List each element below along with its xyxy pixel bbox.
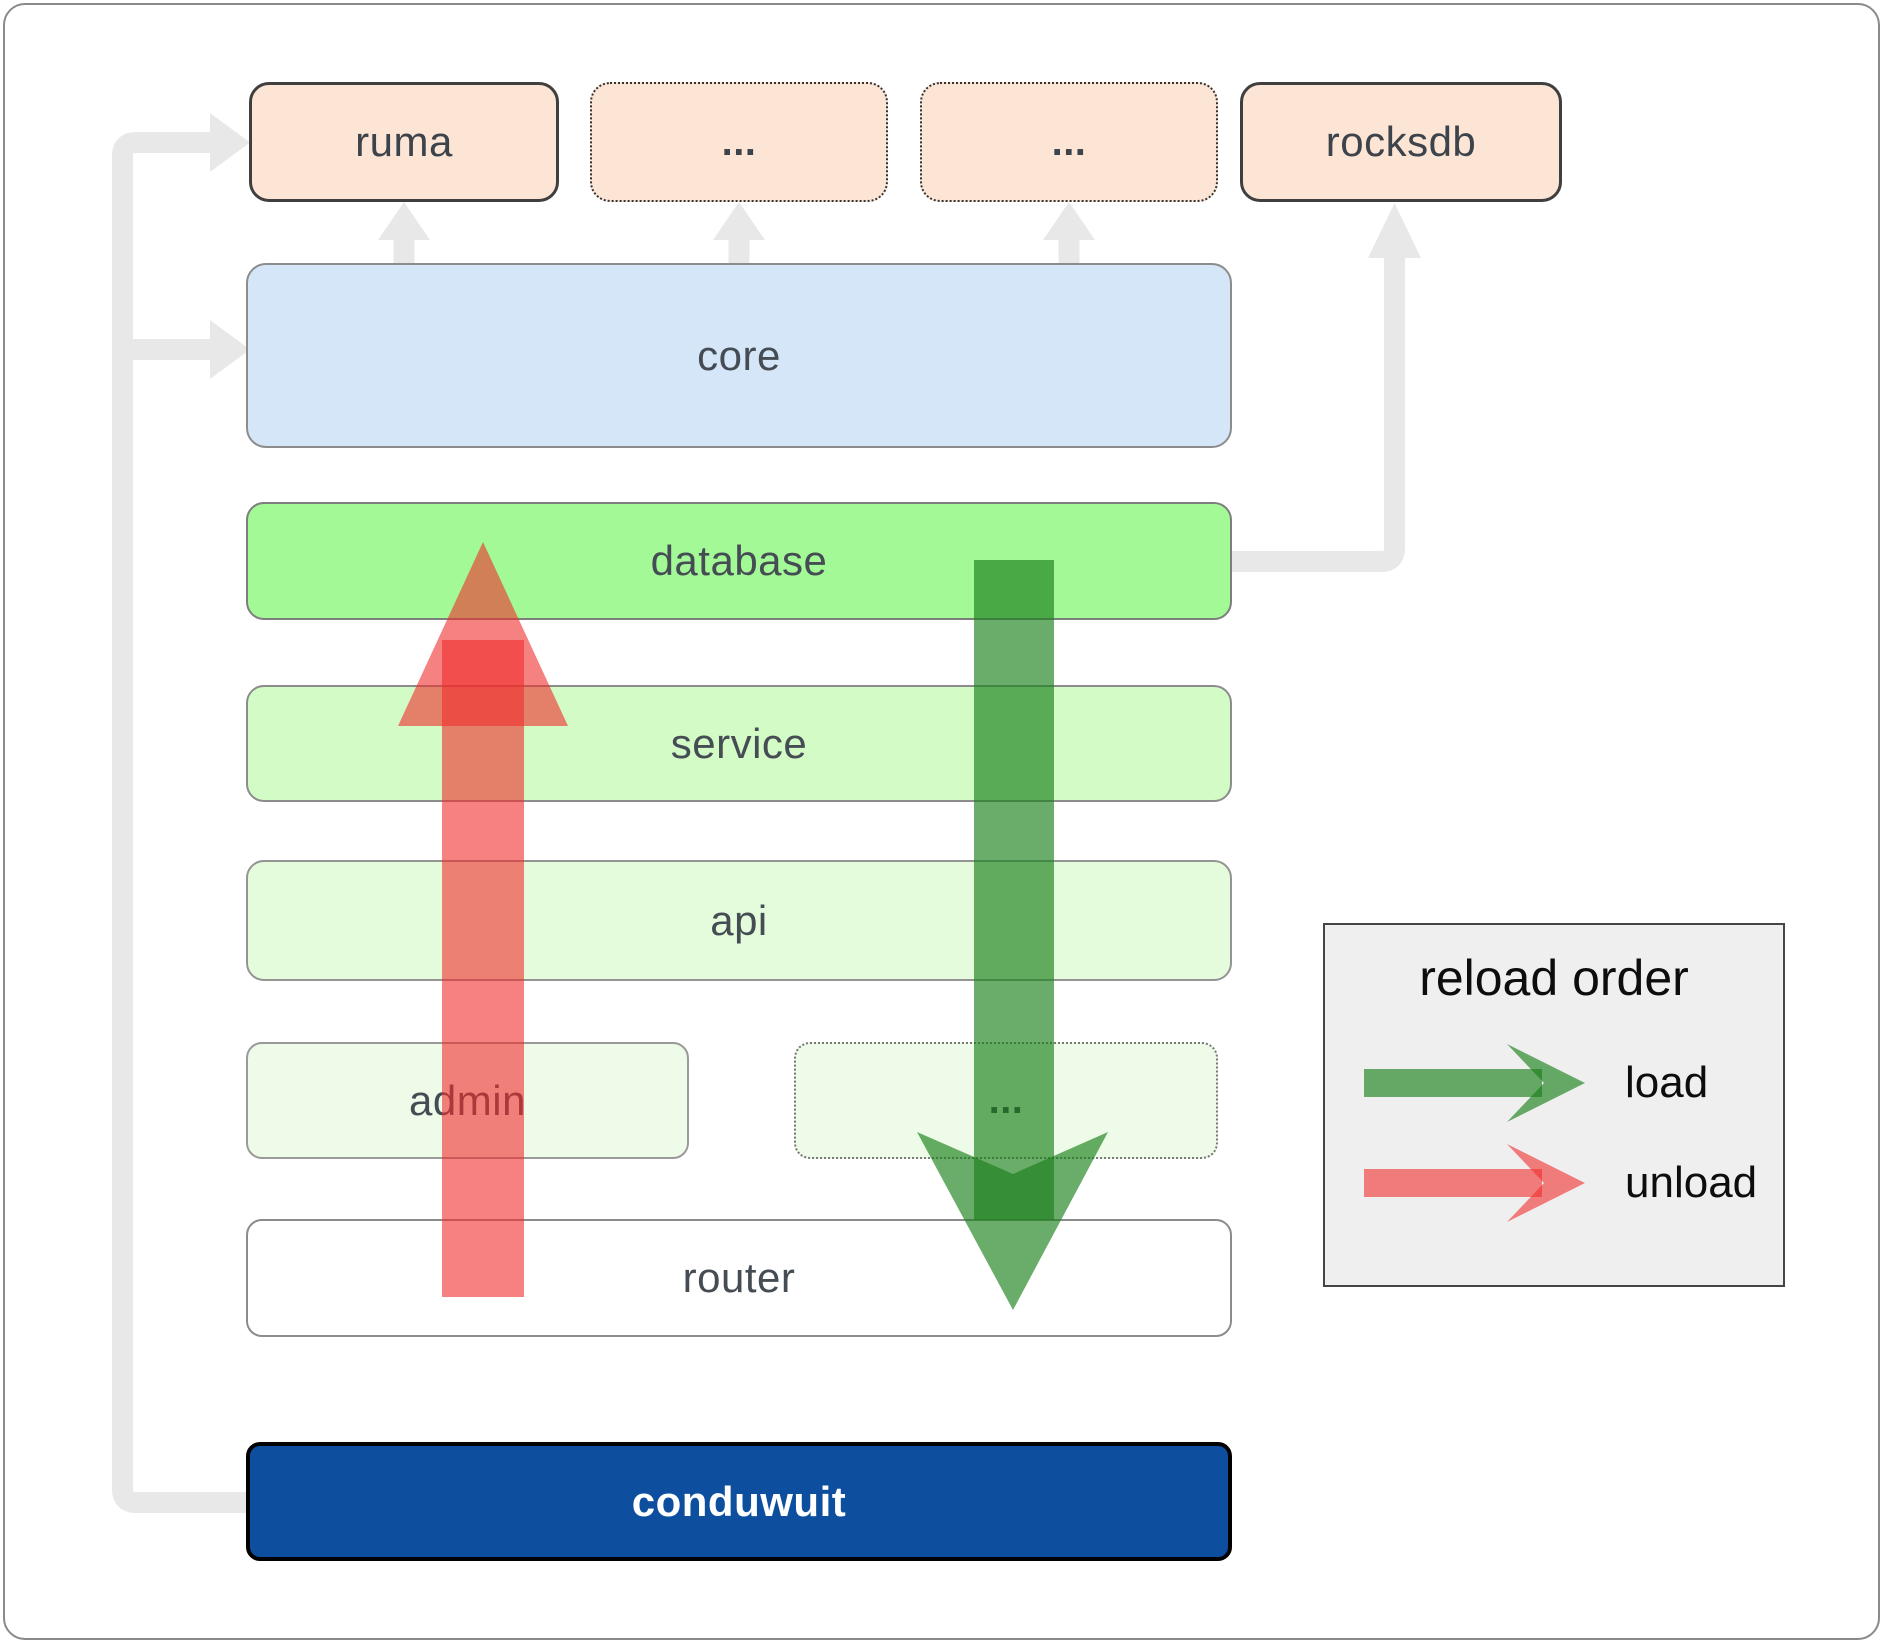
box-ruma-label: ruma (355, 118, 453, 165)
layer-api-label: api (710, 896, 768, 944)
legend-unload-label: unload (1625, 1158, 1758, 1207)
layer-router-label: router (682, 1254, 796, 1301)
outer-frame (3, 3, 1880, 1640)
layer-api: api (246, 860, 1232, 981)
layer-core: core (246, 263, 1232, 448)
layer-conduwuit: conduwuit (246, 1442, 1232, 1561)
unload-arrow-icon (1364, 1144, 1585, 1222)
layer-admin-ellipsis: ... (794, 1042, 1218, 1159)
layer-database: database (246, 502, 1232, 620)
box-ellipsis-1: ... (590, 82, 888, 202)
layer-admin-label: admin (409, 1076, 526, 1124)
layer-database-label: database (650, 537, 828, 584)
layer-router: router (246, 1219, 1232, 1337)
load-arrow-icon (1364, 1044, 1585, 1122)
box-ruma: ruma (249, 82, 559, 202)
legend-box: reload order load unload (1323, 923, 1785, 1287)
box-rocksdb: rocksdb (1240, 82, 1562, 202)
layer-admin: admin (246, 1042, 689, 1159)
layer-service: service (246, 685, 1232, 802)
legend-title: reload order (1419, 950, 1689, 1006)
layer-conduwuit-label: conduwuit (631, 1477, 847, 1525)
box-ellipsis-2: ... (920, 82, 1218, 202)
box-ellipsis-2-label: ... (1051, 119, 1087, 164)
layer-core-label: core (697, 331, 781, 379)
legend-load-label: load (1625, 1058, 1709, 1107)
box-rocksdb-label: rocksdb (1325, 118, 1477, 165)
layer-service-label: service (670, 719, 808, 767)
box-ellipsis-1-label: ... (721, 119, 757, 164)
layer-admin-ellipsis-label: ... (988, 1078, 1024, 1122)
